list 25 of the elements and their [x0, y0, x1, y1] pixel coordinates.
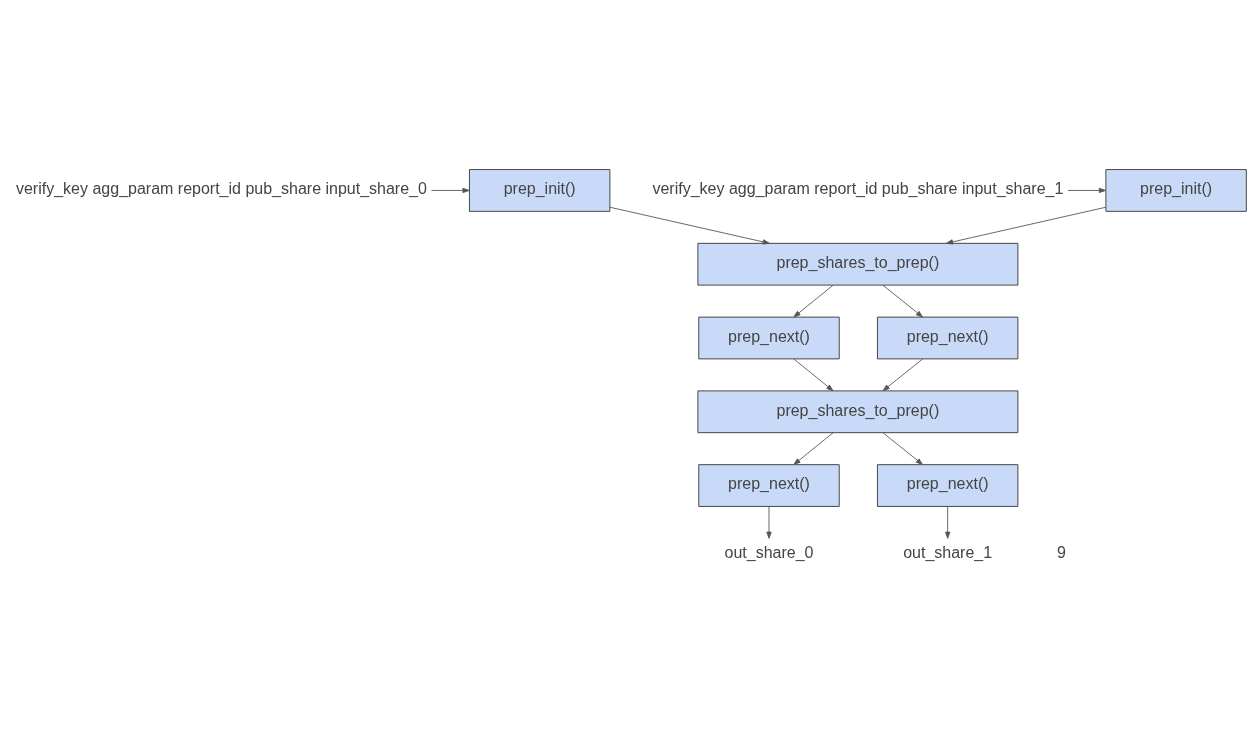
- node-box: prep_init(): [1105, 168, 1247, 212]
- arrow: [793, 431, 834, 465]
- node-text: verify_key agg_param report_id pub_share input_share_0: [15, 179, 427, 197]
- arrow: [946, 206, 1107, 244]
- arrow: [882, 358, 924, 391]
- node-box: prep_shares_to_prep(): [697, 242, 1019, 286]
- node-box: prep_next(): [698, 463, 840, 507]
- node-box: prep_init(): [469, 168, 611, 212]
- arrow: [766, 505, 772, 539]
- node-box: prep_next(): [698, 316, 840, 359]
- node-box: prep_shares_to_prep(): [697, 389, 1019, 433]
- arrow: [609, 206, 770, 244]
- node-box: prep_next(): [877, 463, 1019, 507]
- node-text: out_share_0: [724, 543, 814, 561]
- arrow: [882, 431, 923, 465]
- arrow: [431, 187, 470, 193]
- arrow: [793, 358, 834, 391]
- arrow: [1067, 187, 1106, 193]
- arrow: [793, 284, 834, 317]
- node-text: verify_key agg_param report_id pub_share input_share_1: [652, 179, 1064, 197]
- arrow: [882, 284, 923, 317]
- label: 9: [1056, 543, 1066, 561]
- arrow: [945, 505, 951, 539]
- node-box: prep_next(): [877, 316, 1019, 359]
- node-text: out_share_1: [903, 543, 993, 561]
